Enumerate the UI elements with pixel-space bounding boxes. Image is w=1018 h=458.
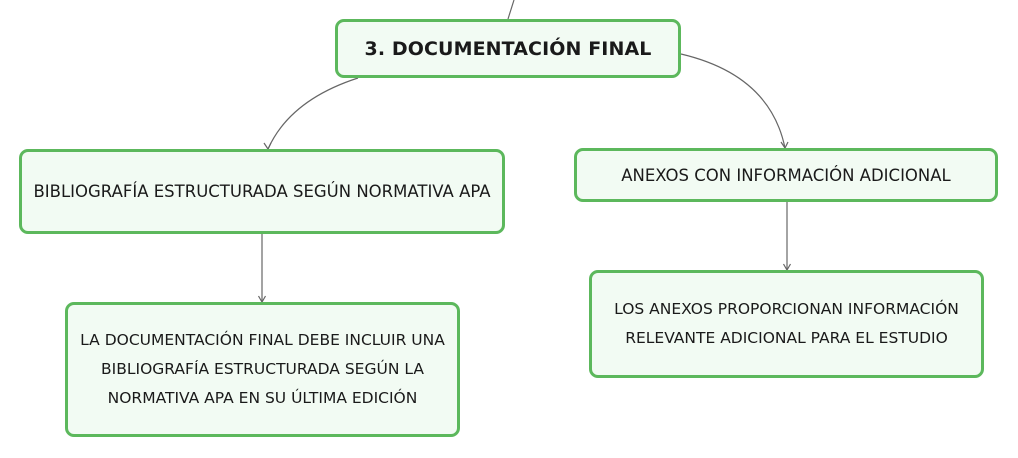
connector-root-to-bibliography [267,77,359,150]
detail-label-bibliografia: LA DOCUMENTACIÓN FINAL DEBE INCLUIR UNA … [80,331,445,407]
detail-node-anexos[interactable]: LOS ANEXOS PROPORCIONAN INFORMACIÓN RELE… [589,270,984,378]
subtopic-label-anexos: ANEXOS CON INFORMACIÓN ADICIONAL [621,165,951,185]
detail-node-bibliografia[interactable]: LA DOCUMENTACIÓN FINAL DEBE INCLUIR UNA … [65,302,460,437]
subtopic-label-bibliografia: BIBLIOGRAFÍA ESTRUCTURADA SEGÚN NORMATIV… [33,182,491,201]
root-topic-node[interactable]: 3. DOCUMENTACIÓN FINAL [335,19,681,78]
connector-root-to-anexos [680,53,786,149]
root-topic-label: 3. DOCUMENTACIÓN FINAL [364,37,652,60]
detail-label-anexos: LOS ANEXOS PROPORCIONAN INFORMACIÓN RELE… [614,300,959,347]
incoming-connector [507,0,515,20]
subtopic-node-bibliografia[interactable]: BIBLIOGRAFÍA ESTRUCTURADA SEGÚN NORMATIV… [19,149,505,234]
subtopic-node-anexos[interactable]: ANEXOS CON INFORMACIÓN ADICIONAL [574,148,998,202]
